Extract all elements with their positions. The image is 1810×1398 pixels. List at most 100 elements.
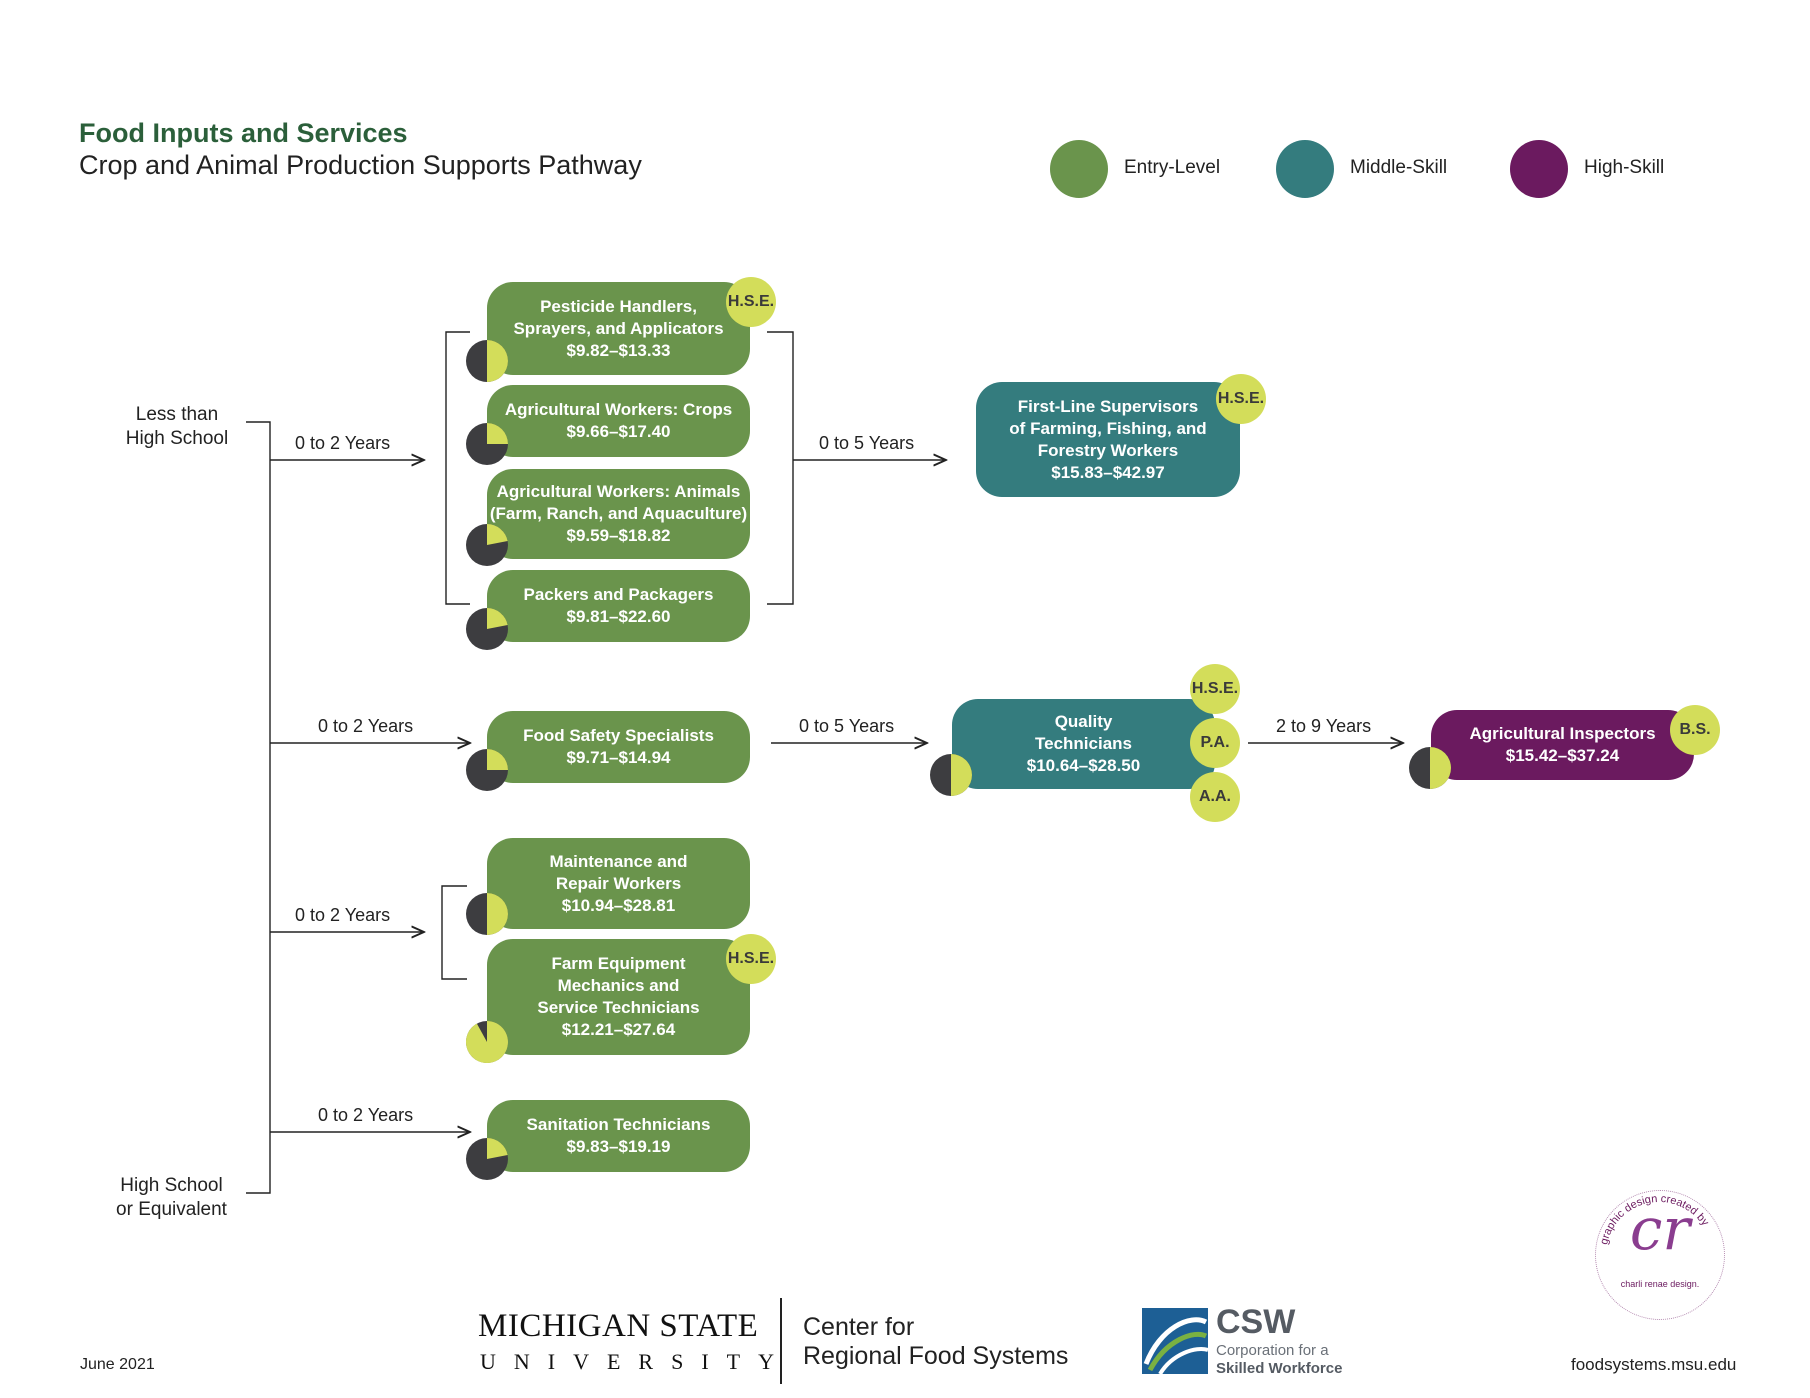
education-high-line1: High School [120, 1175, 223, 1196]
footer-url: foodsystems.msu.edu [1571, 1355, 1737, 1374]
pie-share [1430, 747, 1451, 789]
pie-icon [466, 893, 508, 935]
pie-icon [466, 608, 508, 650]
pie-icon [466, 340, 508, 382]
pie-share [487, 1138, 508, 1159]
credential-badge-pa: P.A. [1190, 718, 1240, 768]
footer-date: June 2021 [80, 1356, 155, 1373]
years-label-group3: 0 to 2 Years [295, 905, 391, 925]
occupation-maintenance-and-repair-workers: Maintenance and Repair Workers $10.94–$2… [487, 838, 750, 929]
occupation-wage: $15.42–$37.24 [1505, 746, 1620, 765]
credential-badge-bs: B.S. [1670, 705, 1720, 755]
education-low-line1: Less than [135, 404, 219, 425]
occupation-title-line: Mechanics and [557, 976, 680, 995]
pie-share [487, 524, 508, 545]
pie-icon [466, 1021, 509, 1063]
occupation-sanitation-technicians: Sanitation Technicians $9.83–$19.19 [487, 1100, 750, 1172]
occupation-agricultural-inspectors: Agricultural Inspectors $15.42–$37.24 [1431, 710, 1694, 780]
csw-line2: Skilled Workforce [1216, 1360, 1343, 1377]
occupation-title-line: Farm Equipment [551, 954, 686, 973]
pie-share [487, 749, 508, 770]
pie-share [487, 608, 508, 629]
occupation-agricultural-workers-crops: Agricultural Workers: Crops $9.66–$17.40 [487, 385, 750, 457]
occupation-first-line-supervisors: First-Line Supervisors of Farming, Fishi… [976, 382, 1240, 497]
legend-entry-label: Entry-Level [1124, 157, 1221, 178]
pie-share [487, 893, 508, 935]
pie-icon [930, 754, 972, 796]
occupation-title-line: Agricultural Workers: Animals [496, 482, 741, 501]
occupation-wage: $15.83–$42.97 [1051, 462, 1165, 482]
occupation-quality-technicians: Quality Technicians $10.64–$28.50 [952, 699, 1215, 789]
occupation-title-line: Repair Workers [555, 873, 682, 893]
credential-badge-hse: H.S.E. [726, 934, 776, 984]
occupation-title-line: of Farming, Fishing, and [1009, 418, 1207, 438]
crfs-line1: Center for [803, 1313, 915, 1341]
occupation-farm-equipment-mechanics: Farm Equipment Mechanics and Service Tec… [487, 939, 750, 1055]
page-title: Food Inputs and Services [79, 118, 408, 148]
legend-high-dot [1510, 140, 1568, 198]
education-high-line2: or Equivalent [116, 1199, 227, 1220]
occupation-wage: $9.81–$22.60 [566, 607, 671, 626]
credential-badge-hse: H.S.E. [726, 277, 776, 327]
occupation-wage: $9.83–$19.19 [566, 1137, 671, 1156]
credential-badge-hse: H.S.E. [1216, 374, 1266, 424]
occupation-title-line: Agricultural Inspectors [1469, 724, 1656, 743]
occupation-food-safety-specialists: Food Safety Specialists $9.71–$14.94 [487, 711, 750, 783]
occupation-packers-and-packagers: Packers and Packagers $9.81–$22.60 [487, 570, 750, 642]
footer-divider [780, 1298, 782, 1384]
center-for-regional-food-systems: Center for Regional Food Systems [803, 1313, 1068, 1371]
legend-high-label: High-Skill [1584, 157, 1665, 178]
occupation-agricultural-workers-animals: Agricultural Workers: Animals (Farm, Ran… [487, 469, 750, 559]
csw-name: CSW [1216, 1303, 1296, 1341]
pie-share [487, 340, 508, 382]
occupation-wage: $10.94–$28.81 [561, 895, 676, 915]
legend-entry-dot [1050, 140, 1108, 198]
designer-name: charli renae design. [1620, 1279, 1700, 1289]
msu-wordmark-line2: UNIVERSITY [480, 1349, 792, 1374]
legend-middle-dot [1276, 140, 1334, 198]
designer-badge [1595, 1190, 1725, 1320]
pie-icon [466, 749, 508, 791]
occupation-title-line: (Farm, Ranch, and Aquaculture) [489, 504, 748, 523]
education-low-line2: High School [125, 428, 229, 449]
occupation-title-line: Forestry Workers [1037, 440, 1179, 460]
occupation-title-line: Service Technicians [537, 998, 700, 1017]
pie-icon [466, 1138, 508, 1180]
occupation-title-line: Pesticide Handlers, [540, 296, 697, 316]
occupation-wage: $9.82–$13.33 [566, 340, 671, 360]
occupation-title-line: Sanitation Technicians [526, 1115, 711, 1134]
occupation-wage: $10.64–$28.50 [1026, 756, 1141, 775]
years-label-group4: 0 to 2 Years [318, 1105, 414, 1125]
designer-monogram: cr [1629, 1195, 1691, 1263]
occupation-title-line: First-Line Supervisors [1017, 396, 1199, 416]
years-label-group2: 0 to 2 Years [318, 716, 414, 736]
pie-icon [1409, 747, 1451, 789]
csw-logo-icon [1142, 1308, 1208, 1374]
occupation-title-line: Sprayers, and Applicators [513, 318, 724, 338]
occupation-wage: $9.59–$18.82 [566, 526, 671, 545]
page-subtitle: Crop and Animal Production Supports Path… [79, 150, 642, 180]
occupation-title-line: Quality [1054, 712, 1113, 731]
occupation-pesticide-handlers: Pesticide Handlers, Sprayers, and Applic… [487, 282, 750, 375]
years-label-group2-next2: 2 to 9 Years [1276, 716, 1372, 736]
crfs-line2: Regional Food Systems [803, 1342, 1069, 1370]
occupation-title-line: Maintenance and [549, 851, 688, 871]
designer-badge-arc: graphic design created by [1598, 1193, 1711, 1246]
occupation-title-line: Packers and Packagers [523, 585, 714, 604]
occupation-title-line: Food Safety Specialists [523, 726, 714, 745]
occupation-title-line: Agricultural Workers: Crops [504, 400, 733, 419]
pie-icon [466, 423, 508, 465]
pie-share [487, 423, 508, 444]
pie-share [466, 1021, 509, 1063]
pie-icon [466, 524, 508, 566]
legend-middle-label: Middle-Skill [1350, 157, 1448, 178]
years-label-group2-next: 0 to 5 Years [799, 716, 895, 736]
occupation-title-line: Technicians [1035, 734, 1132, 753]
years-label-group1: 0 to 2 Years [295, 433, 391, 453]
pie-share [951, 754, 972, 796]
credential-badge-hse: H.S.E. [1190, 664, 1240, 714]
msu-wordmark-line1: MICHIGAN STATE [478, 1308, 759, 1344]
occupation-wage: $9.66–$17.40 [566, 422, 671, 441]
education-less-than-high-school: Less than High School [112, 403, 242, 451]
